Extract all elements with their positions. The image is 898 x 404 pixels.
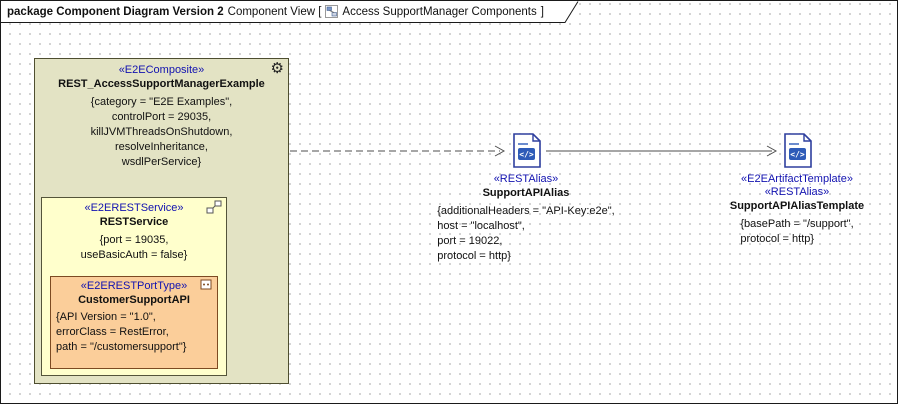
porttype-icon — [200, 279, 213, 295]
association-arrow-solid[interactable] — [546, 145, 778, 157]
diagram-frame-tab: package Component Diagram Version 2 Comp… — [1, 1, 579, 23]
service-name: RESTService — [99, 216, 169, 228]
svg-text:</>: </> — [790, 150, 805, 159]
alias-properties: {additionalHeaders = "API-Key:e2e", host… — [437, 205, 615, 262]
frame-package-title: package Component Diagram Version 2 — [7, 5, 224, 18]
frame-diagram-name: Access SupportManager Components — [342, 5, 537, 18]
rest-alias-artifact-icon: </> — [507, 132, 545, 170]
component-diagram-icon — [325, 5, 339, 18]
frame-view-type: Component View [ — [227, 5, 322, 18]
composite-name: REST_AccessSupportManagerExample — [58, 78, 265, 90]
template-artifact-node[interactable]: </> «E2EArtifactTemplate» «RESTAlias» Su… — [703, 132, 891, 247]
template-stereotype-1: «E2EArtifactTemplate» — [741, 173, 853, 185]
template-name: SupportAPIAliasTemplate — [729, 200, 865, 212]
template-artifact-icon: </> — [778, 132, 816, 170]
alias-name: SupportAPIAlias — [482, 187, 570, 199]
frame-bracket-close: ] — [540, 5, 544, 18]
porttype-stereotype: «E2ERESTPortType» — [80, 280, 188, 292]
service-ports-icon — [206, 200, 222, 219]
port-type-component-box[interactable]: «E2ERESTPortType» CustomerSupportAPI {AP… — [50, 276, 218, 369]
alias-stereotype: «RESTAlias» — [493, 173, 559, 185]
template-properties: {basePath = "/support", protocol = http} — [740, 218, 854, 245]
porttype-properties: {API Version = "1.0", errorClass = RestE… — [56, 311, 187, 353]
porttype-name: CustomerSupportAPI — [78, 294, 190, 306]
svg-text:</>: </> — [519, 150, 534, 159]
composite-component-box[interactable]: ⚙ «E2EComposite» REST_AccessSupportManag… — [34, 58, 289, 384]
template-stereotype-2: «RESTAlias» — [764, 186, 830, 198]
frame-tab-shape — [1, 1, 579, 23]
service-properties: {port = 19035, useBasicAuth = false} — [80, 234, 188, 261]
composite-properties: {category = "E2E Examples", controlPort … — [90, 96, 233, 168]
service-stereotype: «E2ERESTService» — [84, 202, 184, 214]
dependency-arrow-dashed[interactable] — [290, 145, 506, 157]
alias-artifact-node[interactable]: </> «RESTAlias» SupportAPIAlias {additio… — [415, 132, 637, 264]
composite-gear-icon: ⚙ — [270, 60, 284, 77]
composite-stereotype: «E2EComposite» — [118, 64, 205, 76]
rest-service-component-box[interactable]: «E2ERESTService» RESTService {port = 190… — [41, 197, 227, 376]
